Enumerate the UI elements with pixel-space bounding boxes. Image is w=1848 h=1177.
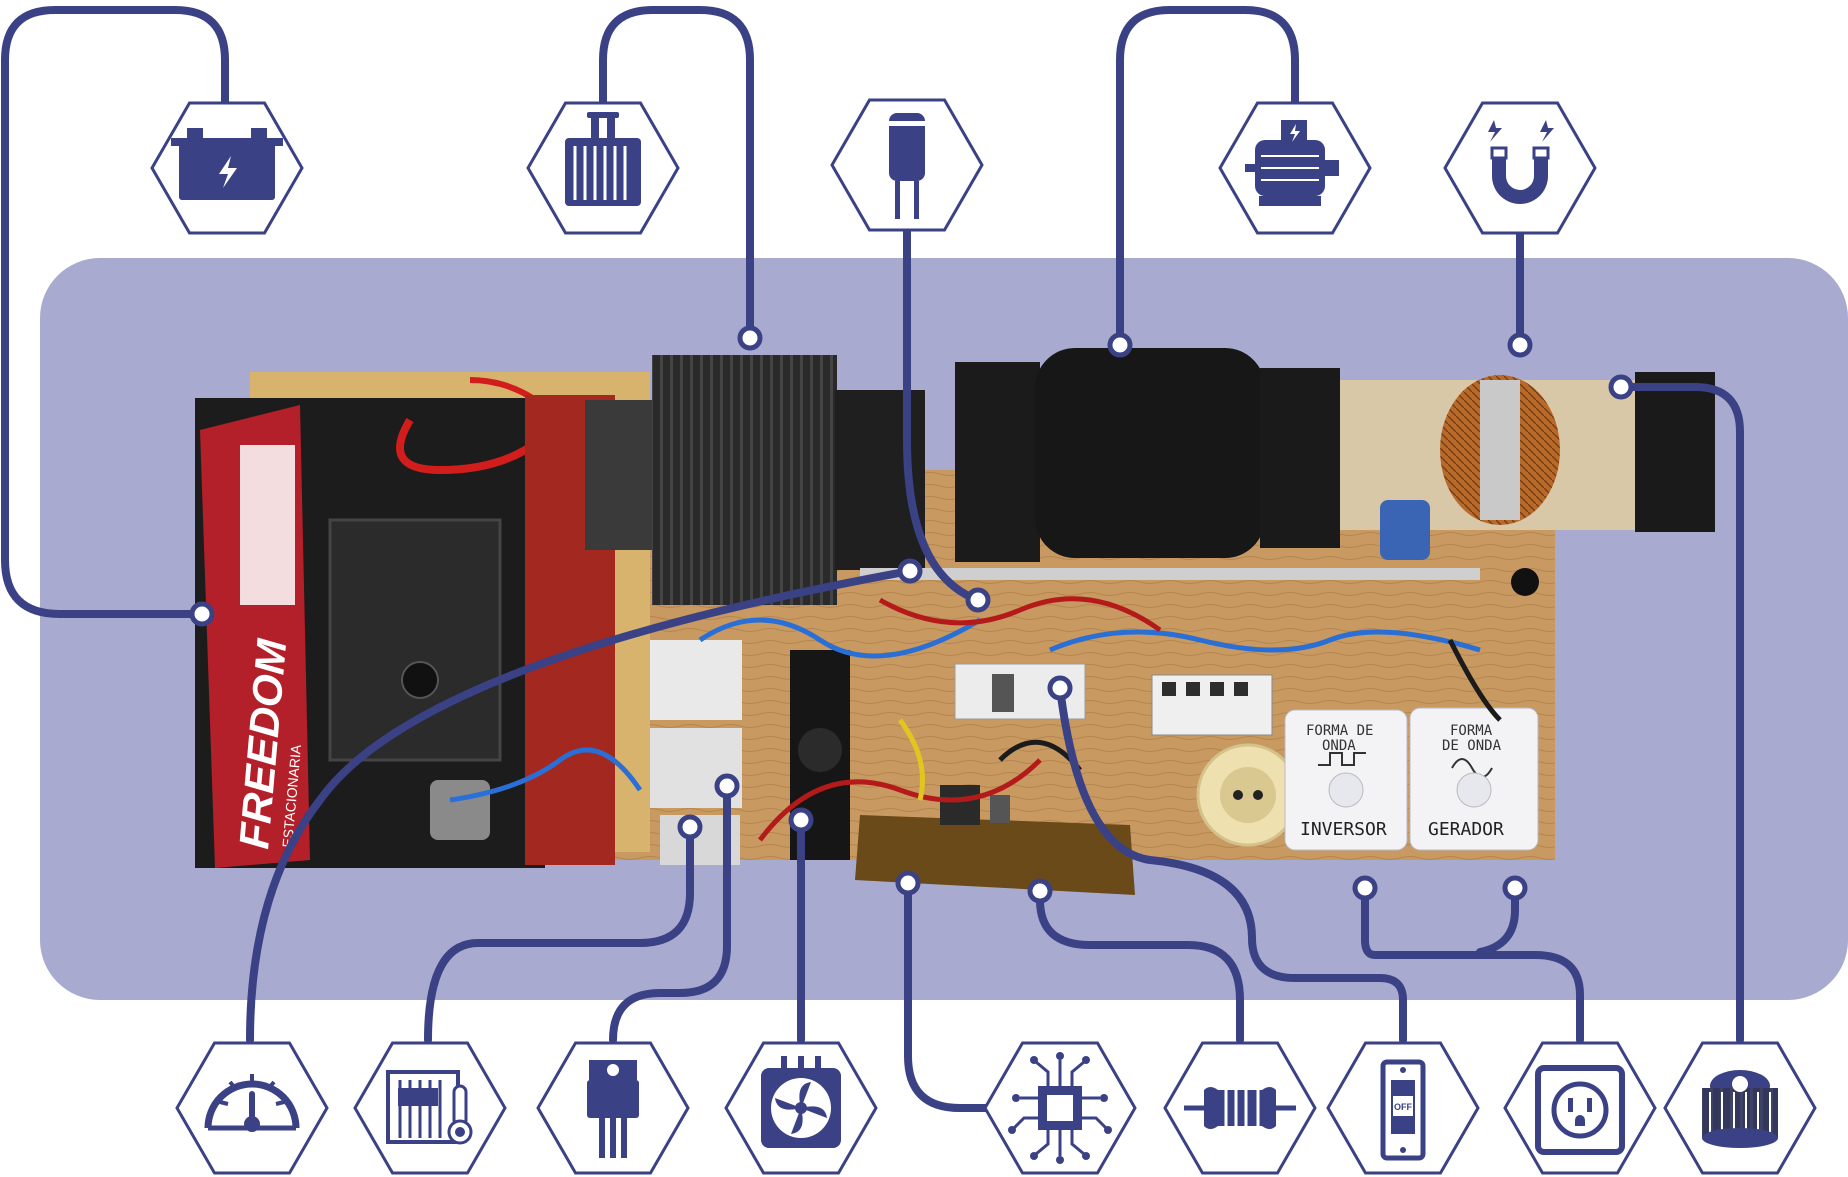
pcb-photo xyxy=(855,785,1135,895)
motor-photo xyxy=(955,348,1715,596)
line-motor xyxy=(1116,6,1299,349)
line-outlet xyxy=(1361,884,1584,1044)
transformer-icon xyxy=(565,112,641,206)
module-photo-1 xyxy=(650,640,742,720)
dot-transistor xyxy=(714,773,740,799)
hexagon-frame-magnet xyxy=(1443,101,1597,235)
transistor-icon xyxy=(587,1060,639,1158)
socket-generator-text-1: FORMA xyxy=(1450,723,1493,739)
dot-switch xyxy=(1047,675,1073,701)
dot-outlet-1 xyxy=(1352,875,1378,901)
round-socket-photo xyxy=(1196,743,1300,847)
heatsink-temperature-icon xyxy=(386,1070,473,1145)
socket-generator-label: GERADOR xyxy=(1428,819,1504,840)
gauge-meter-icon xyxy=(204,1074,300,1132)
line-generator-coil xyxy=(1617,383,1744,1044)
line-battery xyxy=(1,6,229,618)
socket-inverter-text-2: ONDA xyxy=(1322,738,1356,754)
dot-generator-coil xyxy=(1608,374,1634,400)
power-switch-icon: OFF xyxy=(1380,1059,1426,1161)
line-resistor xyxy=(1036,887,1244,1044)
dot-microcontroller xyxy=(895,870,921,896)
line-gauge xyxy=(246,567,914,1044)
cooling-fan-icon xyxy=(761,1056,841,1148)
dot-battery xyxy=(189,601,215,627)
line-microcontroller xyxy=(904,879,1001,1112)
connector-lines xyxy=(1,6,1744,1112)
socket-generator-photo: FORMA DE ONDA GERADOR xyxy=(1409,707,1539,851)
socket-generator-text-2: DE ONDA xyxy=(1442,738,1502,754)
line-outlet-branch xyxy=(1476,884,1519,956)
capacitor-icon xyxy=(889,113,925,219)
line-capacitor xyxy=(903,221,982,604)
magnet-icon xyxy=(1488,120,1554,204)
wall-outlet-icon xyxy=(1535,1065,1625,1155)
line-heatsink xyxy=(424,823,694,1044)
rail-photo xyxy=(860,568,1480,580)
dot-outlet-2 xyxy=(1502,875,1528,901)
dot-heatsink xyxy=(677,814,703,840)
transformer-photo xyxy=(585,355,925,605)
dot-motor xyxy=(1107,332,1133,358)
dot-fan xyxy=(788,807,814,833)
line-switch xyxy=(1056,684,1407,1044)
resistor-icon xyxy=(1184,1087,1296,1129)
prototype-photo: FREEDOM ESTACIONARIA xyxy=(195,348,1715,895)
wiring-photo xyxy=(449,596,1502,842)
battery-photo: FREEDOM ESTACIONARIA xyxy=(195,377,564,868)
dot-gauge xyxy=(897,558,923,584)
dot-capacitor xyxy=(965,587,991,613)
microcontroller-chip-icon xyxy=(1008,1052,1112,1164)
connector-dots xyxy=(189,325,1634,904)
dot-resistor xyxy=(1027,878,1053,904)
dot-transformer xyxy=(737,325,763,351)
switch-off-text: OFF xyxy=(1394,1102,1412,1112)
electric-motor-icon xyxy=(1245,120,1339,206)
dot-magnet xyxy=(1507,332,1533,358)
socket-inverter-label: INVERSOR xyxy=(1300,819,1387,840)
line-transformer xyxy=(599,6,754,342)
line-transistor xyxy=(609,782,731,1044)
socket-inverter-photo: FORMA DE ONDA INVERSOR xyxy=(1284,709,1408,851)
socket-inverter-text-1: FORMA DE xyxy=(1306,723,1373,739)
generator-coil-icon xyxy=(1702,1070,1778,1148)
battery-icon xyxy=(171,128,283,200)
